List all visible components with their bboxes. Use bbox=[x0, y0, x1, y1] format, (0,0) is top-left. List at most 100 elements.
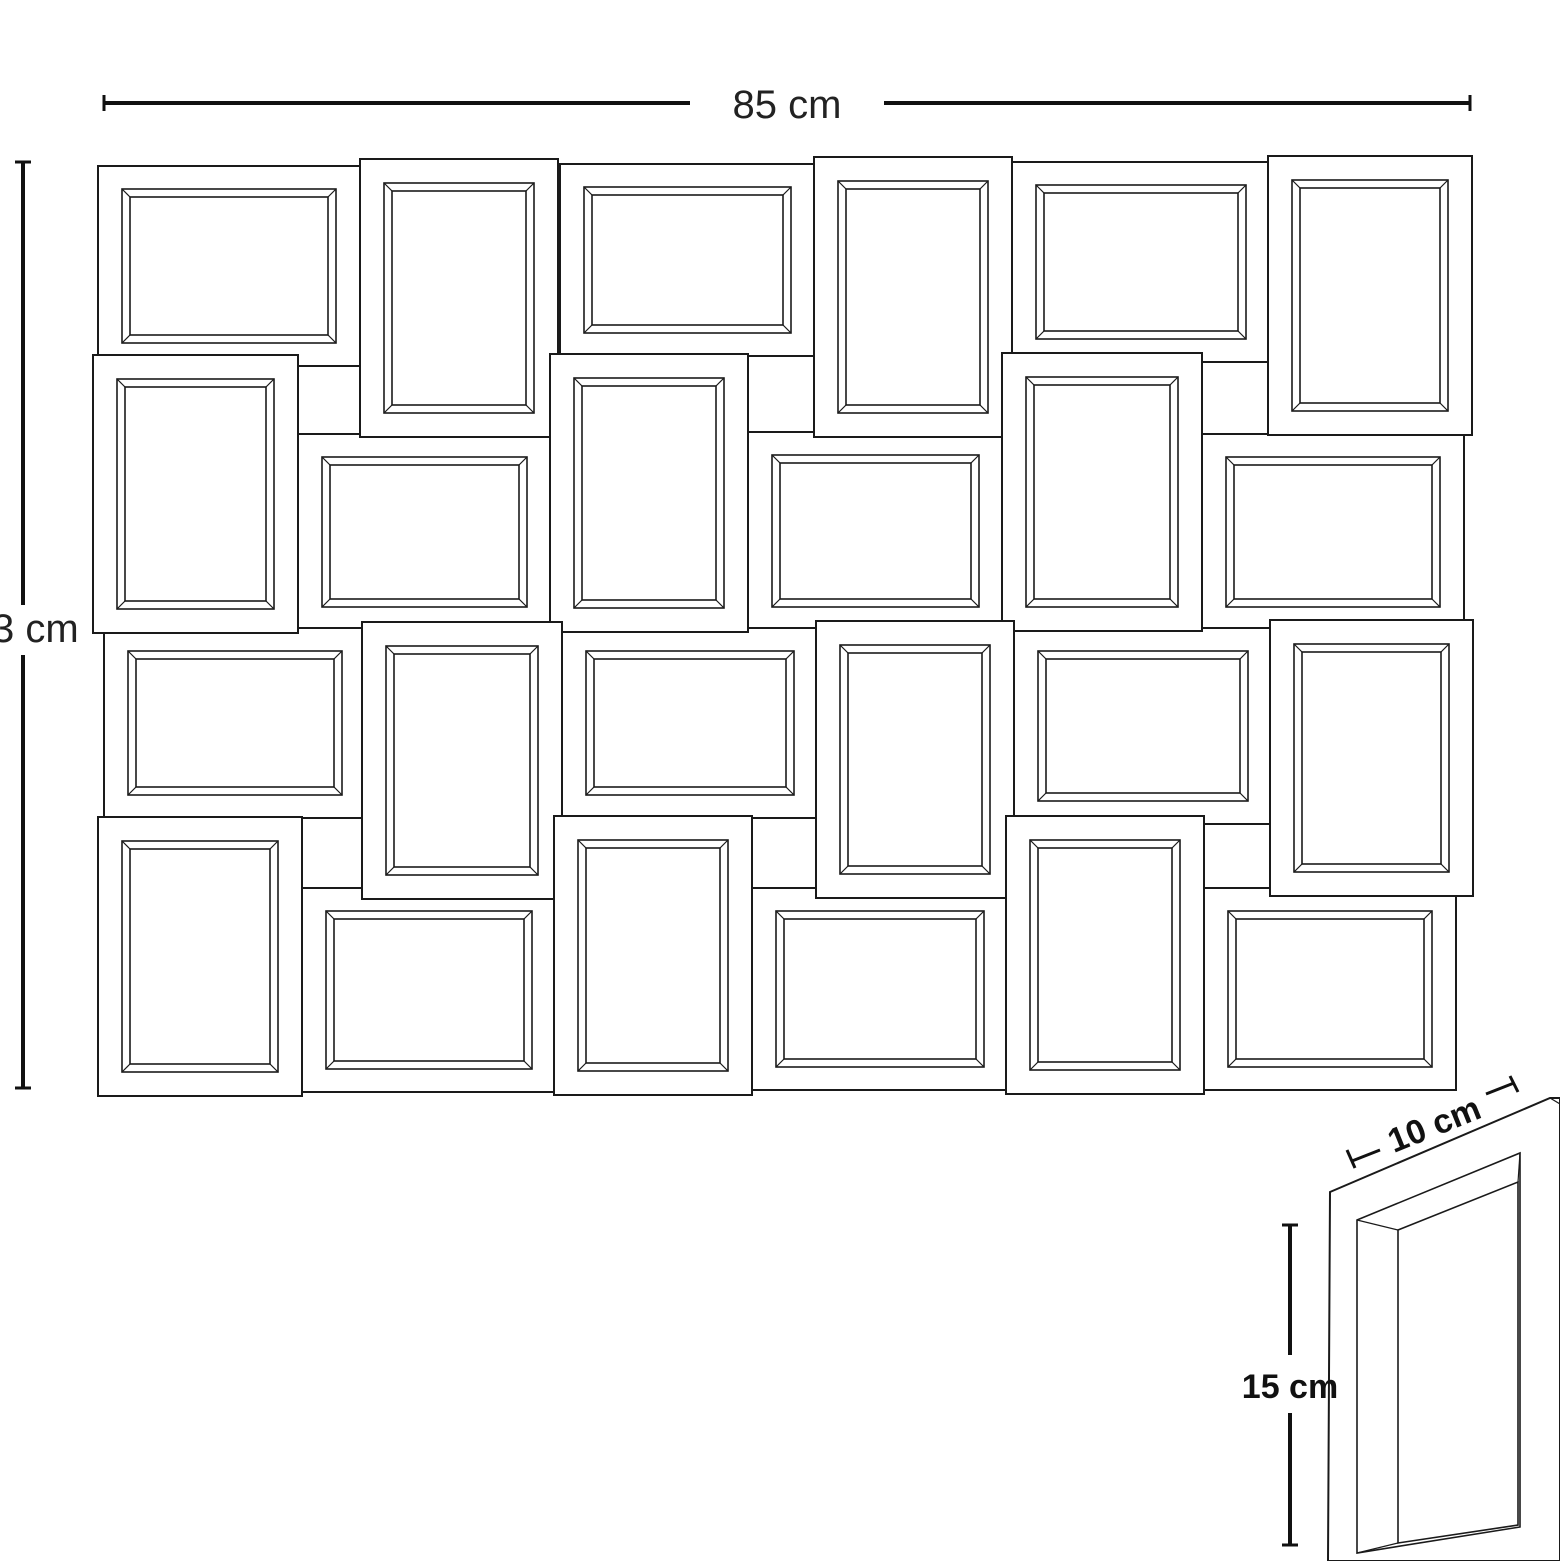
bevel-corner-line bbox=[585, 650, 595, 660]
bevel-corner-line bbox=[975, 1058, 985, 1068]
detail-width-line-left bbox=[1351, 1148, 1381, 1163]
photo-opening bbox=[783, 918, 977, 1060]
bevel-corner-line bbox=[573, 377, 583, 387]
bevel-corner-line bbox=[771, 454, 781, 464]
landscape-frame bbox=[747, 431, 1004, 631]
detail-height-label: 15 cm bbox=[1242, 1368, 1338, 1406]
bevel-corner-line bbox=[1291, 402, 1301, 412]
portrait-frame bbox=[1005, 815, 1205, 1095]
bevel-corner-line bbox=[837, 180, 847, 190]
bevel-corner-line bbox=[1423, 1058, 1433, 1068]
bevel-corner-line bbox=[1227, 910, 1237, 920]
landscape-frame bbox=[1011, 161, 1271, 363]
bevel-corner-line bbox=[1171, 839, 1181, 849]
bevel-corner-line bbox=[839, 644, 849, 654]
portrait-frame bbox=[549, 353, 749, 633]
photo-opening bbox=[845, 188, 981, 406]
bevel-corner-line bbox=[583, 186, 593, 196]
portrait-frame bbox=[359, 158, 559, 438]
bevel-corner-line bbox=[970, 598, 980, 608]
bevel-corner-line bbox=[577, 839, 587, 849]
bevel-corner-line bbox=[327, 188, 337, 198]
bevel-corner-line bbox=[715, 377, 725, 387]
bevel-corner-line bbox=[525, 182, 535, 192]
detail-bevel-bottom bbox=[1356, 1542, 1399, 1554]
bevel-corner-line bbox=[573, 599, 583, 609]
landscape-frame bbox=[103, 627, 367, 819]
bevel-corner-line bbox=[975, 910, 985, 920]
bevel-corner-line bbox=[127, 650, 137, 660]
bevel-corner-line bbox=[525, 404, 535, 414]
bevel-corner-line bbox=[333, 786, 343, 796]
bevel-corner-line bbox=[771, 598, 781, 608]
detail-width-tick-left bbox=[1345, 1149, 1357, 1169]
bevel-corner-line bbox=[583, 324, 593, 334]
bevel-corner-line bbox=[121, 334, 131, 344]
bevel-corner-line bbox=[127, 786, 137, 796]
bevel-corner-line bbox=[782, 324, 792, 334]
bevel-corner-line bbox=[1239, 792, 1249, 802]
bevel-corner-line bbox=[321, 456, 331, 466]
bevel-corner-line bbox=[979, 180, 989, 190]
photo-opening bbox=[124, 386, 267, 602]
bevel-corner-line bbox=[385, 866, 395, 876]
detail-width-tick-right bbox=[1508, 1075, 1520, 1093]
photo-opening bbox=[1235, 918, 1425, 1060]
bevel-corner-line bbox=[1227, 1058, 1237, 1068]
photo-opening bbox=[847, 652, 983, 867]
bevel-corner-line bbox=[383, 182, 393, 192]
bevel-corner-line bbox=[321, 598, 331, 608]
landscape-frame bbox=[97, 165, 361, 367]
bevel-corner-line bbox=[979, 404, 989, 414]
bevel-corner-line bbox=[1169, 376, 1179, 386]
bevel-corner-line bbox=[121, 188, 131, 198]
photo-opening bbox=[581, 385, 717, 601]
bevel-corner-line bbox=[775, 1058, 785, 1068]
landscape-frame bbox=[1203, 887, 1457, 1091]
bevel-corner-line bbox=[121, 1063, 131, 1073]
bevel-corner-line bbox=[269, 1063, 279, 1073]
bevel-corner-line bbox=[1035, 184, 1045, 194]
bevel-corner-line bbox=[1439, 179, 1449, 189]
bevel-corner-line bbox=[1037, 650, 1047, 660]
photo-opening bbox=[129, 196, 329, 336]
width-dimension: 85 cm bbox=[102, 83, 1472, 127]
bevel-corner-line bbox=[837, 404, 847, 414]
photo-opening bbox=[1299, 187, 1441, 404]
detail-bevel-top bbox=[1356, 1219, 1399, 1231]
photo-opening bbox=[591, 194, 784, 326]
photo-opening bbox=[329, 464, 520, 600]
bevel-corner-line bbox=[1169, 598, 1179, 608]
bevel-corner-line bbox=[265, 378, 275, 388]
portrait-frame bbox=[1269, 619, 1474, 897]
bevel-corner-line bbox=[333, 650, 343, 660]
portrait-frame bbox=[1267, 155, 1473, 436]
landscape-frame bbox=[561, 627, 819, 819]
bevel-corner-line bbox=[1440, 863, 1450, 873]
bevel-corner-line bbox=[523, 1060, 533, 1070]
landscape-frame bbox=[1013, 627, 1273, 825]
photo-opening bbox=[585, 847, 721, 1064]
bevel-corner-line bbox=[529, 866, 539, 876]
bevel-corner-line bbox=[518, 598, 528, 608]
width-label: 85 cm bbox=[733, 83, 842, 127]
bevel-corner-line bbox=[383, 404, 393, 414]
photo-opening bbox=[129, 848, 271, 1065]
bevel-corner-line bbox=[1225, 598, 1235, 608]
portrait-frame bbox=[813, 156, 1013, 438]
landscape-frame bbox=[751, 887, 1009, 1091]
portrait-frame bbox=[1001, 352, 1203, 632]
bevel-corner-line bbox=[1293, 643, 1303, 653]
photo-opening bbox=[333, 918, 525, 1062]
bevel-corner-line bbox=[385, 645, 395, 655]
bevel-corner-line bbox=[1291, 179, 1301, 189]
photo-opening bbox=[1301, 651, 1442, 865]
photo-opening bbox=[593, 658, 787, 788]
landscape-frame bbox=[301, 887, 557, 1093]
bevel-corner-line bbox=[839, 865, 849, 875]
bevel-corner-line bbox=[775, 910, 785, 920]
detail-width-line-right bbox=[1485, 1081, 1515, 1096]
detail-frame-edge bbox=[1549, 1097, 1560, 1105]
bevel-corner-line bbox=[577, 1062, 587, 1072]
landscape-frame bbox=[1201, 433, 1465, 631]
